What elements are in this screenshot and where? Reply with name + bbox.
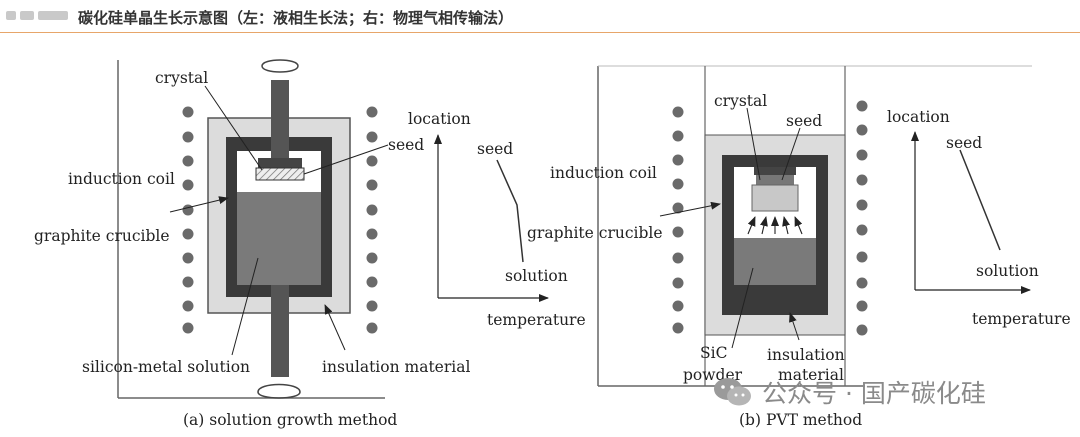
- axis-label-location: location: [887, 108, 950, 126]
- pvt-temperature-profile: location seed solution temperature: [887, 108, 1071, 328]
- label-crystal: crystal: [155, 69, 208, 87]
- crystal-leader: [746, 107, 761, 181]
- pvt-diagram: crystal seed induction coil graphite cru…: [527, 65, 1032, 429]
- axis-label-location: location: [408, 110, 471, 128]
- insulation-arrow: [789, 312, 800, 341]
- label-graphite-crucible: graphite crucible: [34, 227, 170, 245]
- label-crystal: crystal: [714, 92, 767, 110]
- watermark: 公众号 · 国产碳化硅: [712, 372, 986, 412]
- figure-title: 碳化硅单晶生长示意图（左：液相生长法；右：物理气相传输法）: [78, 9, 514, 27]
- insulation-arrow: [324, 304, 346, 351]
- blurred-author-mark: [6, 11, 16, 20]
- blurred-author-mark: [38, 11, 68, 20]
- label-insulation-material: insulation material: [322, 358, 470, 376]
- solution-growth-diagram: crystal seed induction coil graphite cru…: [34, 59, 470, 429]
- axis-label-temperature: temperature: [972, 310, 1071, 328]
- graph-label-solution: solution: [976, 262, 1039, 280]
- crucible-arrow: [659, 201, 721, 217]
- lower-shaft: [271, 285, 289, 377]
- induction-coil-left: [182, 106, 194, 334]
- graph-label-seed: seed: [946, 134, 982, 152]
- wechat-icon: [712, 375, 754, 409]
- seed-holder: [258, 158, 302, 168]
- vapor-transport-arrows: [747, 216, 803, 235]
- induction-coil-right: [366, 106, 378, 334]
- axis-label-temperature: temperature: [487, 311, 586, 329]
- rotation-arrow-bottom: [257, 383, 301, 399]
- crucible-arrow: [169, 196, 229, 213]
- label-silicon-metal-solution: silicon-metal solution: [82, 358, 250, 376]
- seed: [756, 175, 794, 185]
- caption-pvt: (b) PVT method: [739, 411, 862, 429]
- silicon-metal-solution: [237, 192, 321, 285]
- seed-leader: [303, 144, 389, 175]
- temperature-profile-line: [959, 149, 1001, 251]
- induction-coil-left: [672, 106, 684, 334]
- seed-holder: [754, 167, 796, 175]
- label-sic: SiC: [700, 344, 727, 362]
- temperature-profile-line: [496, 159, 524, 263]
- label-graphite-crucible: graphite crucible: [527, 224, 663, 242]
- caption-solution-growth: (a) solution growth method: [183, 411, 397, 429]
- solution-temperature-profile: location seed solution temperature: [408, 110, 586, 329]
- solution-leader: [231, 257, 259, 356]
- growing-crystal: [751, 184, 799, 212]
- label-insulation: insulation: [767, 346, 845, 364]
- watermark-text: 公众号 · 国产碳化硅: [762, 379, 986, 408]
- upper-shaft: [271, 80, 289, 158]
- label-induction-coil: induction coil: [550, 164, 657, 182]
- induction-coil-right: [856, 100, 868, 336]
- blurred-author-mark: [20, 11, 34, 20]
- label-induction-coil: induction coil: [68, 170, 175, 188]
- crystal-leader: [204, 85, 263, 171]
- seed-leader: [781, 127, 801, 181]
- powder-leader: [731, 267, 754, 349]
- label-seed: seed: [786, 112, 822, 130]
- seed-crystal: [255, 167, 305, 181]
- graph-label-seed: seed: [477, 140, 513, 158]
- graph-label-solution: solution: [505, 267, 568, 285]
- sic-powder: [734, 238, 816, 285]
- article-header: 碳化硅单晶生长示意图（左：液相生长法；右：物理气相传输法）: [0, 0, 1080, 33]
- rotation-arrow-top: [261, 59, 299, 73]
- label-seed: seed: [388, 136, 424, 154]
- label-material: material: [778, 366, 844, 384]
